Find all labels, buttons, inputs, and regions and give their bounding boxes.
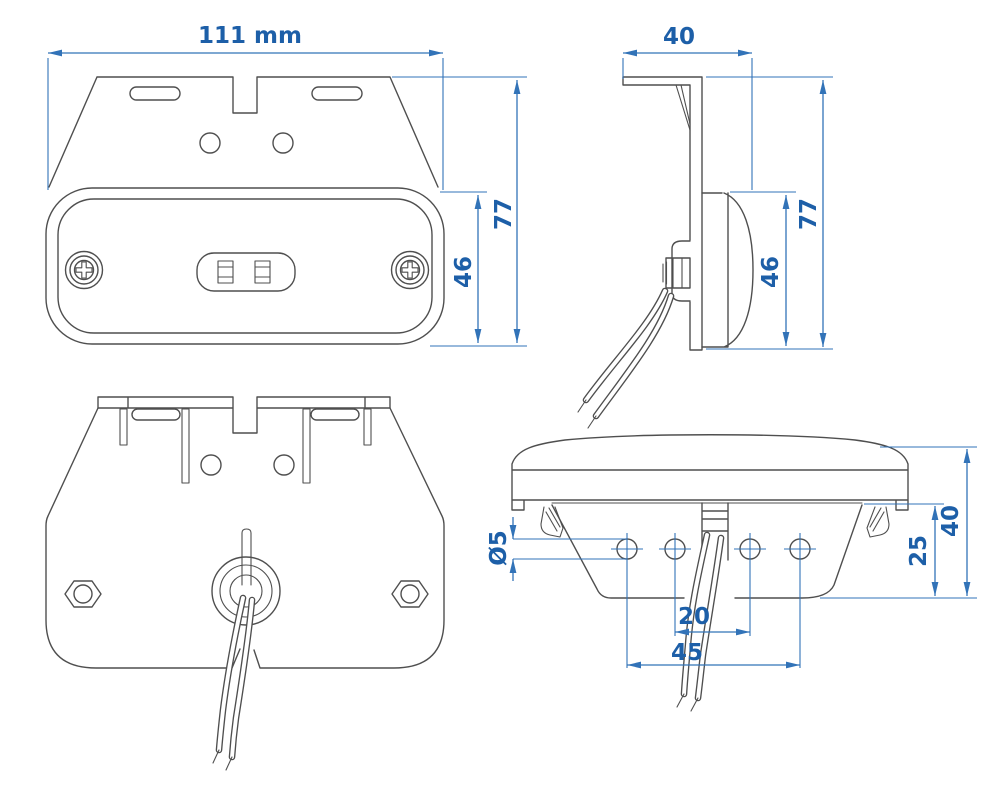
front-bracket-slot-right — [311, 86, 363, 101]
wire-core — [230, 598, 254, 759]
grommet-ring-inner — [229, 574, 263, 608]
front-lamp-lens — [57, 198, 433, 334]
bottom-dim-hole-diameter-label: Ø5 — [486, 530, 512, 566]
screw-ring-outer — [390, 250, 430, 290]
wire-core — [696, 536, 723, 700]
rear-tab-1 — [119, 408, 128, 446]
rear-bracket-strip — [97, 396, 391, 434]
rear-tab-3 — [302, 408, 311, 484]
wire-core — [217, 596, 245, 752]
rear-hex-nut-right — [391, 580, 429, 608]
front-extension-lines — [47, 58, 527, 347]
wire-tip — [212, 749, 233, 771]
front-bracket-outline — [48, 76, 439, 188]
hex-nut-bore — [400, 584, 420, 604]
bottom-body-outline — [551, 504, 863, 599]
front-bracket-hole-left — [199, 132, 221, 154]
wire-core — [682, 533, 709, 696]
front-lamp-outer — [45, 187, 445, 345]
front-bracket-hole-right — [272, 132, 294, 154]
connector-housing — [196, 252, 296, 292]
rear-tab-4 — [363, 408, 372, 446]
front-view: 111 mm 77 46 — [45, 23, 527, 347]
grommet-stub — [241, 528, 252, 586]
screw-ring-inner — [399, 259, 421, 281]
phillips-cross-icon — [401, 261, 419, 279]
bottom-clip-left — [540, 506, 564, 538]
side-extension-lines — [622, 58, 833, 350]
bottom-extension-lines — [820, 446, 977, 599]
hex-nut-bore — [73, 584, 93, 604]
hex-nut-outline — [64, 580, 102, 608]
side-bracket-outline — [622, 76, 703, 351]
rear-body-outline — [45, 407, 445, 669]
side-view: 40 77 46 — [577, 24, 833, 429]
side-stud-housing — [671, 240, 691, 302]
bottom-view: Ø5 20 45 25 40 — [486, 434, 977, 712]
side-dim-depth-label: 40 — [663, 24, 695, 50]
side-nut — [665, 257, 691, 289]
screw-ring-inner — [73, 259, 95, 281]
clip-outline — [540, 506, 564, 538]
front-connector — [196, 252, 296, 292]
front-bracket-slot-left — [129, 86, 181, 101]
side-dim-height-label: 77 — [796, 198, 822, 230]
connector-terminal-left — [217, 260, 234, 284]
side-bracket-gusset — [675, 84, 691, 131]
side-nut-facets — [672, 257, 683, 289]
rear-cable-grommet — [211, 528, 281, 626]
clip-outline — [866, 506, 890, 538]
grommet-ring-mid — [219, 564, 273, 618]
rear-slot-left — [131, 408, 181, 421]
screw-ring-outer — [64, 250, 104, 290]
bottom-hole-centerlines — [611, 533, 816, 668]
front-dim-height-label: 77 — [491, 198, 517, 230]
front-screw-left — [64, 250, 104, 290]
bottom-cable-channel — [701, 502, 729, 561]
rear-hex-nut-left — [64, 580, 102, 608]
front-dim-width-label: 111 mm — [198, 23, 302, 49]
rear-wires — [212, 594, 256, 771]
bottom-dim-body-height-label: 25 — [906, 535, 932, 567]
wire-tip — [577, 399, 597, 429]
clip-hatch — [545, 507, 561, 532]
rear-view — [45, 396, 445, 771]
side-dim-lamp-height-label: 46 — [758, 256, 784, 288]
wire-core — [584, 289, 667, 402]
front-screw-right — [390, 250, 430, 290]
wire-tip — [676, 693, 699, 712]
hex-nut-outline — [391, 580, 429, 608]
side-lamp-profile — [701, 192, 754, 348]
rear-hole-right — [273, 454, 295, 476]
connector-terminal-right — [254, 260, 271, 284]
screw-ring-mid — [395, 255, 425, 285]
bottom-lens-dome — [511, 434, 909, 511]
clip-hatch — [869, 507, 885, 532]
screw-ring-mid — [69, 255, 99, 285]
wire-core — [594, 294, 673, 418]
side-wires — [577, 287, 675, 429]
bottom-clip-right — [866, 506, 890, 538]
phillips-cross-icon — [75, 261, 93, 279]
bottom-dim-total-height-label: 40 — [938, 505, 964, 537]
rear-hole-left — [200, 454, 222, 476]
rear-slot-right — [310, 408, 360, 421]
grommet-ring-outer — [211, 556, 281, 626]
bottom-dia-tangent-lines — [513, 538, 627, 560]
bottom-dim-pitch-inner-label: 20 — [678, 604, 710, 630]
bottom-wires — [676, 531, 725, 712]
side-washer — [662, 261, 668, 285]
front-dim-lamp-height-label: 46 — [451, 256, 477, 288]
rear-tab-2 — [181, 408, 190, 484]
connector-terminal-lines — [217, 266, 271, 278]
bottom-dim-pitch-outer-label: 45 — [671, 640, 703, 666]
